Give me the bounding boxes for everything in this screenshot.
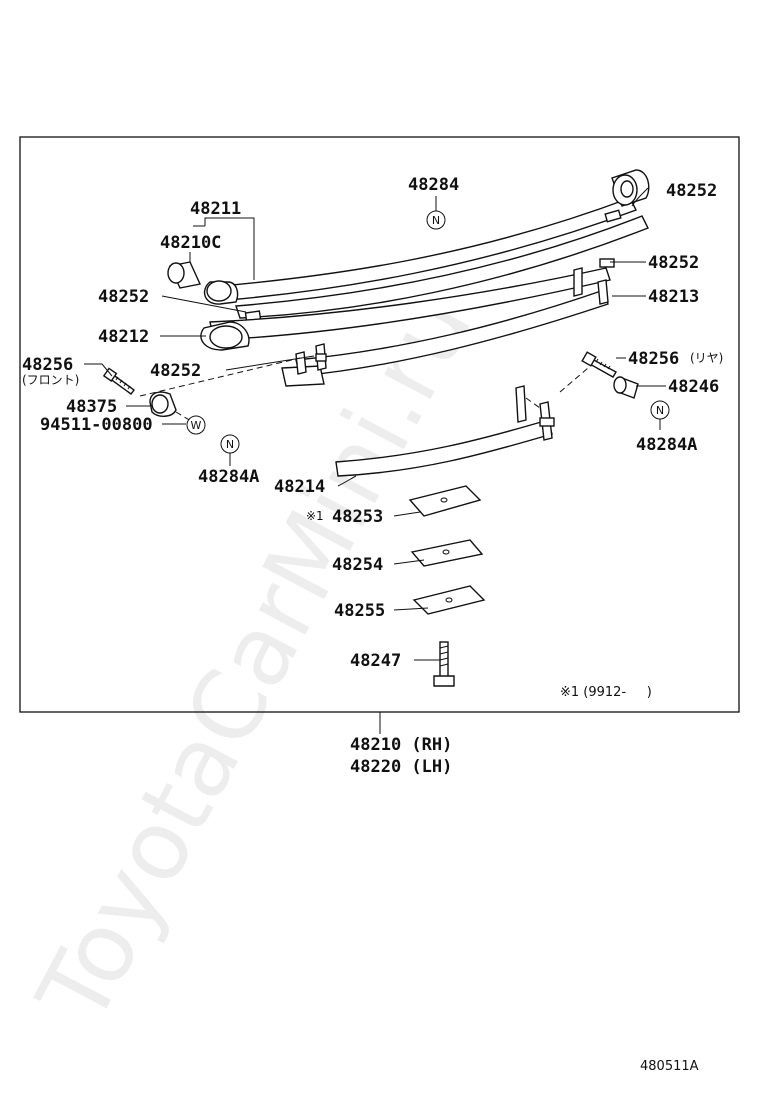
bush-48246[interactable]	[613, 376, 639, 399]
label-48213: 48213	[648, 287, 699, 307]
label-48284a-left: 48284A	[198, 467, 259, 487]
plate-48254[interactable]	[410, 539, 484, 567]
label-48210c: 48210C	[160, 233, 221, 253]
figure-code: 480511A	[640, 1059, 699, 1074]
label-48256-rear-note: (リヤ)	[690, 351, 723, 365]
spring-leaf-48213[interactable]	[281, 267, 609, 387]
label-48255: 48255	[334, 601, 385, 621]
label-48284: 48284	[408, 175, 459, 195]
label-48375: 48375	[66, 397, 117, 417]
bush-48375[interactable]	[149, 391, 177, 417]
assembly-line-rear	[525, 367, 589, 409]
assembly-line-front	[139, 357, 301, 425]
label-48247: 48247	[350, 651, 401, 671]
label-48246: 48246	[668, 377, 719, 397]
label-48214: 48214	[274, 477, 325, 497]
spring-leaf-48212[interactable]	[200, 267, 611, 351]
label-48253-mark: ※1	[306, 509, 324, 523]
label-48252-mid: 48252	[150, 361, 201, 381]
label-48256-rear: 48256	[628, 349, 679, 369]
plate-48255[interactable]	[412, 585, 486, 615]
spring-leaf-48214[interactable]	[335, 385, 555, 477]
label-48252-top: 48252	[666, 181, 717, 201]
label-48211: 48211	[190, 199, 241, 219]
circle-mark-w-left: W	[186, 415, 206, 435]
label-48284a-right: 48284A	[636, 435, 697, 455]
assembly-label-lh: 48220 (LH)	[350, 757, 452, 777]
label-48254: 48254	[332, 555, 383, 575]
label-48252-right: 48252	[648, 253, 699, 273]
label-48256-front-note: (フロント)	[22, 373, 79, 387]
label-48212: 48212	[98, 327, 149, 347]
bolt-48256-rear[interactable]	[581, 351, 617, 378]
label-48252-left: 48252	[98, 287, 149, 307]
label-94511-00800: 94511-00800	[40, 415, 153, 435]
circle-mark-n-left: N	[220, 434, 240, 454]
bush-48210c[interactable]	[167, 261, 202, 289]
bolt-48256-front[interactable]	[102, 367, 135, 395]
spring-leaf-2	[235, 209, 649, 322]
svg-text:N: N	[432, 214, 440, 227]
plate-48253[interactable]	[408, 485, 482, 517]
circle-mark-n-top: N	[426, 210, 446, 230]
svg-text:W: W	[191, 419, 202, 432]
footnote-text: ※1 (9912- )	[560, 685, 652, 700]
assembly-label-rh: 48210 (RH)	[350, 735, 452, 755]
watermark-text: ToyotaCarMini.ru	[16, 276, 494, 1041]
center-bolt-48247[interactable]	[433, 641, 455, 687]
svg-text:N: N	[656, 404, 664, 417]
svg-text:N: N	[226, 438, 234, 451]
label-48253: 48253	[332, 507, 383, 527]
label-48256-front: 48256	[22, 355, 73, 375]
circle-mark-n-right: N	[650, 400, 670, 420]
